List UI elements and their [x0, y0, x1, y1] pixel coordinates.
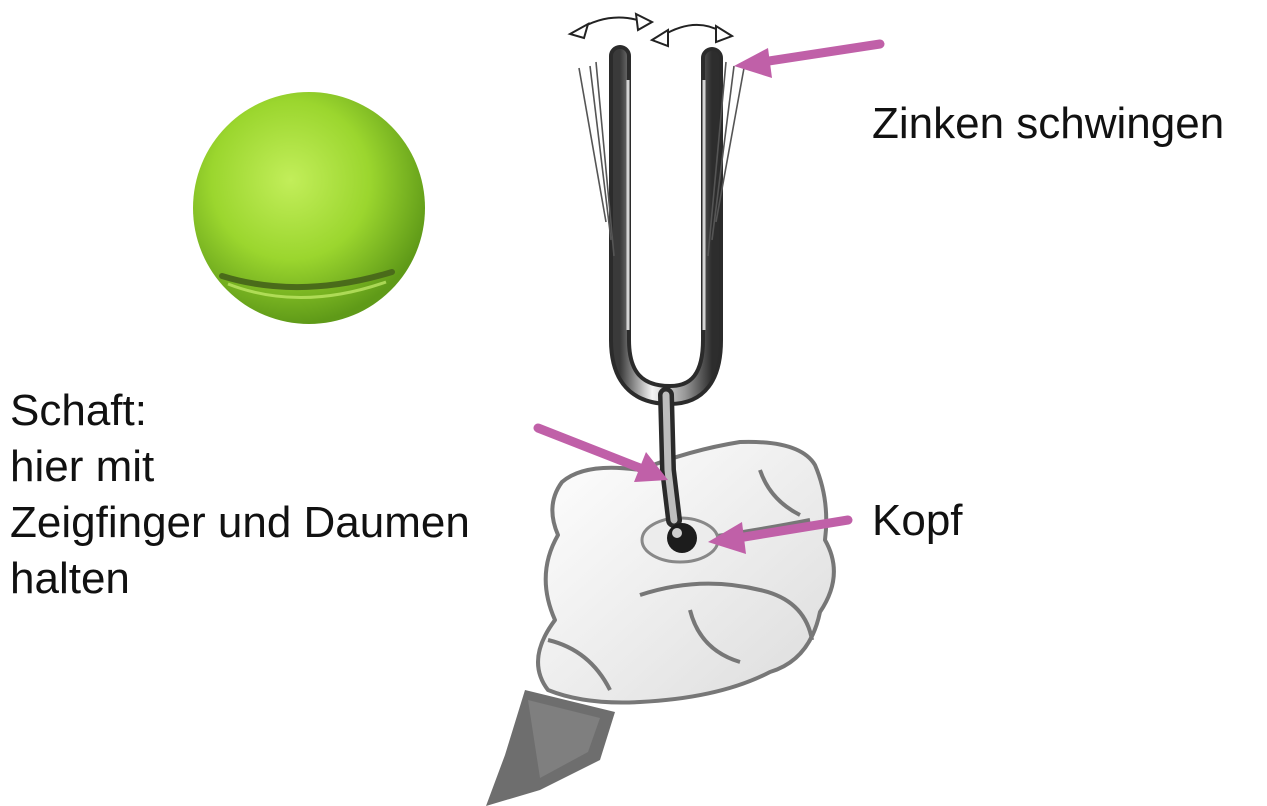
- sleeve-icon: [486, 690, 615, 806]
- tines-pointer-arrow: [734, 44, 880, 78]
- shaft-label-line: Schaft:: [10, 383, 470, 439]
- tennis-ball-icon: [193, 92, 425, 324]
- shaft-label: Schaft: hier mit Zeigfinger und Daumen h…: [10, 383, 470, 607]
- gloved-hand-icon: [538, 442, 834, 703]
- head-label: Kopf: [872, 493, 963, 549]
- tines-label: Zinken schwingen: [872, 96, 1224, 152]
- shaft-label-line: Zeigfinger und Daumen: [10, 495, 470, 551]
- shaft-label-line: hier mit: [10, 439, 470, 495]
- shaft-label-line: halten: [10, 551, 470, 607]
- vibration-arrows-icon: [570, 14, 732, 46]
